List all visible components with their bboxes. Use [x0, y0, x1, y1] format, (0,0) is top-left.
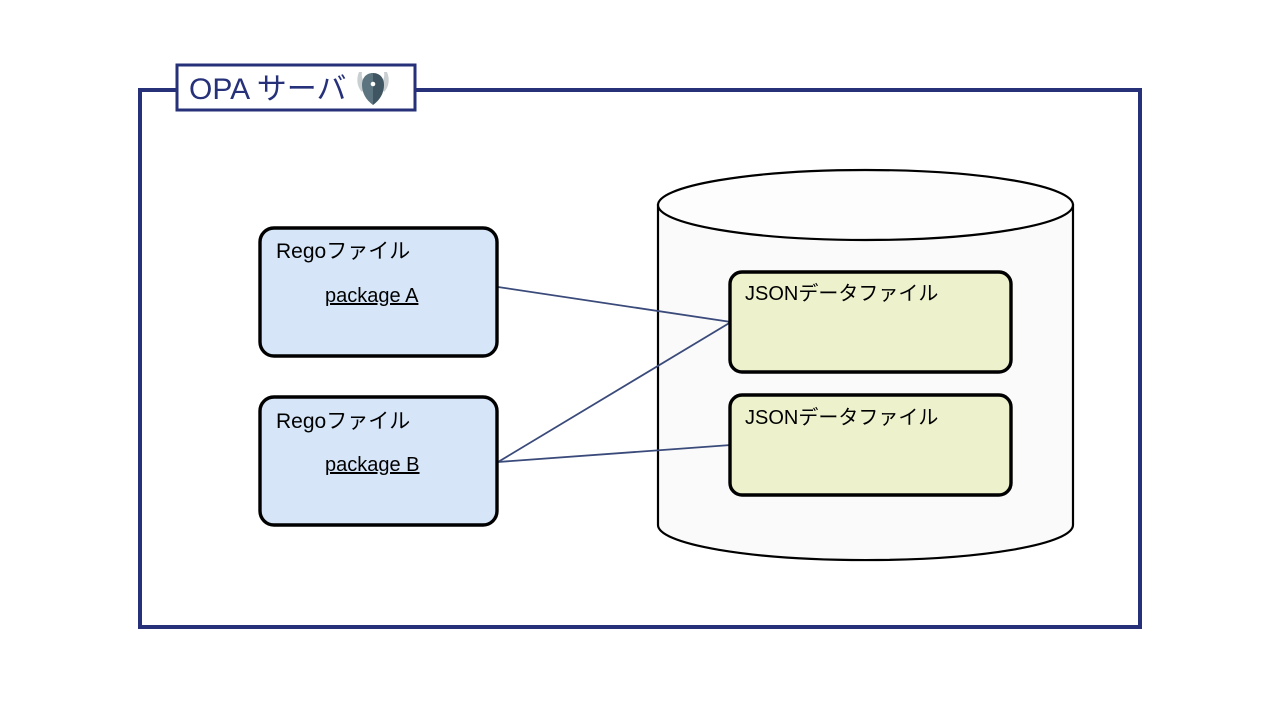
- rego-file-b-box[interactable]: Regoファイル package B: [258, 395, 499, 527]
- opa-server-title-plate: OPA サーバ: [175, 63, 417, 112]
- json-data-file-2-title: JSONデータファイル: [745, 406, 938, 429]
- json-data-file-2-box[interactable]: JSONデータファイル: [728, 393, 1013, 497]
- container-border: [138, 88, 1142, 629]
- json-data-file-1-title: JSONデータファイル: [745, 282, 938, 305]
- opa-server-container: [138, 88, 1142, 629]
- rego-file-a-title: Regoファイル: [276, 240, 410, 263]
- connector-rego-a-to-json-1: [497, 286, 732, 323]
- connector-rego-b-to-json-1: [497, 321, 732, 463]
- rego-file-a-box[interactable]: Regoファイル package A: [258, 226, 499, 358]
- json-data-file-1-rect[interactable]: [728, 270, 1013, 374]
- cylinder-top-ellipse: [656, 168, 1075, 242]
- opa-logo-body-left: [362, 73, 373, 105]
- rego-file-b-package: package B: [325, 454, 420, 476]
- json-data-file-2-rect[interactable]: [728, 393, 1013, 497]
- json-data-file-1-box[interactable]: JSONデータファイル: [728, 270, 1013, 374]
- page-title: OPA サーバ: [189, 73, 347, 106]
- rego-file-a-rect[interactable]: [258, 226, 499, 358]
- rego-file-a-package: package A: [325, 285, 419, 307]
- connectors: [497, 286, 732, 463]
- cylinder-body: [656, 203, 1075, 562]
- opa-logo-icon: [357, 72, 389, 105]
- connector-rego-b-to-json-2: [497, 444, 732, 463]
- rego-file-b-title: Regoファイル: [276, 410, 410, 433]
- rego-file-b-rect[interactable]: [258, 395, 499, 527]
- opa-logo-body-right: [373, 73, 384, 105]
- opa-logo-center-dot: [370, 81, 376, 87]
